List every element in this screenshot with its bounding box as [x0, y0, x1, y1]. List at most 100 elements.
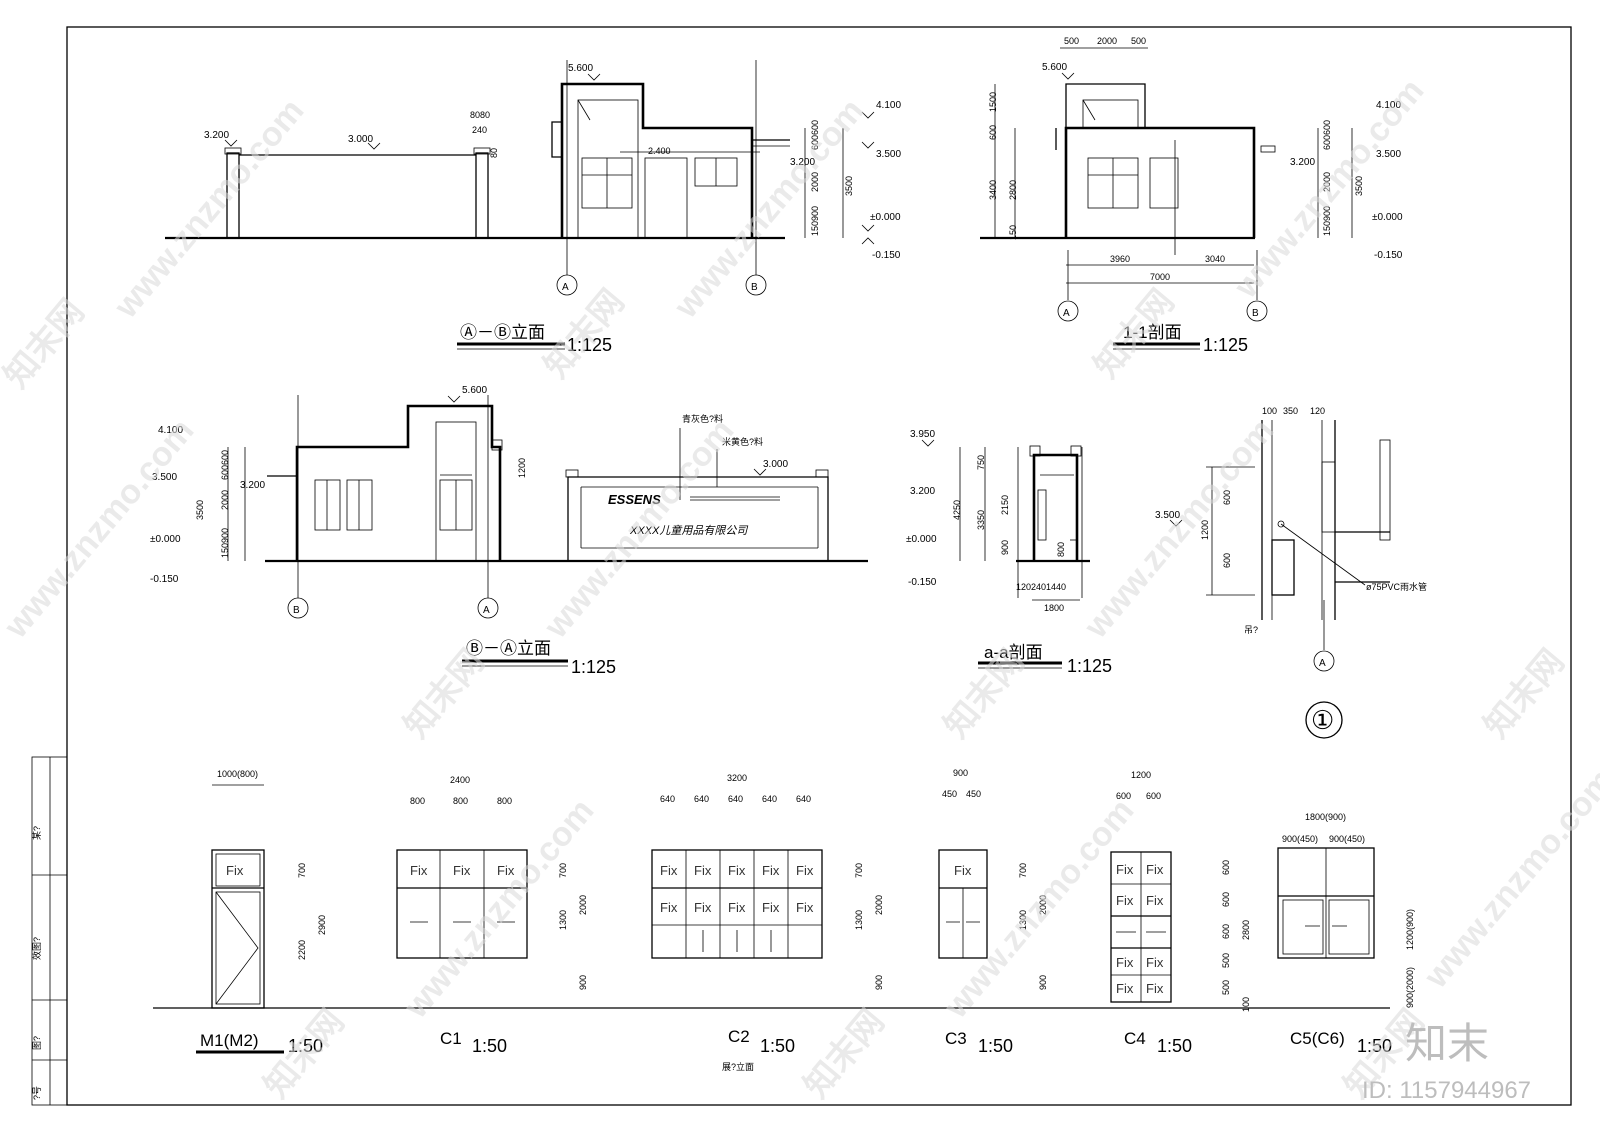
c5-col-2: 900(450) [1329, 834, 1365, 844]
dim-3350: 3350 [976, 510, 986, 530]
c3-h1: 700 [1018, 863, 1028, 878]
c4-row-5: 500 [1221, 980, 1231, 995]
lvl-5600-ab: 5.600 [568, 63, 593, 74]
c3-label: C3 [945, 1029, 967, 1048]
lvl-3200: 3.200 [204, 130, 229, 141]
dim-2000-ba: 2000 [220, 490, 230, 510]
dim-1800-aa: 1800 [1044, 603, 1064, 613]
lvl-3950: 3.950 [910, 429, 935, 440]
scale-ba: 1:125 [571, 657, 616, 677]
lvl-3200-ba: 3.200 [240, 480, 265, 491]
c1-h1: 700 [558, 863, 568, 878]
sign-essens: ESSENS [608, 492, 661, 507]
c4-row-1: 600 [1221, 860, 1231, 875]
dim-3400: 3400 [988, 180, 998, 200]
c3-fix: Fix [954, 863, 972, 878]
c4-ht: 2800 [1241, 920, 1251, 940]
c2-width: 3200 [727, 773, 747, 783]
wm-cn-7: 知末网 [257, 1003, 352, 1106]
dim-2000-s: 2000 [1322, 172, 1332, 192]
c4-fix-5: Fix [1116, 955, 1134, 970]
note-hang: 吊? [1244, 625, 1258, 635]
sheet-border [66, 26, 1572, 1106]
c2-fix-5: Fix [796, 863, 814, 878]
section-a-a: 3.950 3.200 ±0.000 -0.150 750 4250 3350 … [906, 429, 1112, 676]
lvl-0-s: ±0.000 [1372, 212, 1403, 223]
dim-500-a: 500 [1064, 36, 1079, 46]
wm-brand: 知末 [1405, 1019, 1489, 1068]
c2-col-1: 640 [660, 794, 675, 804]
c4-fix-8: Fix [1146, 981, 1164, 996]
c4-sill: 100 [1241, 997, 1251, 1012]
elevation-a-b: 3.200 3.000 8080 240 80 2.400 5.600 6006… [165, 60, 901, 355]
c2-col-3: 640 [728, 794, 743, 804]
dim-2800: 2800 [1008, 180, 1018, 200]
c5-width: 1800(900) [1305, 812, 1346, 822]
c3-col-1: 450 [942, 789, 957, 799]
c1-h2: 1300 [558, 910, 568, 930]
dim-240: 240 [472, 125, 487, 135]
dim-600-d1: 600 [1222, 490, 1232, 505]
dim-150900: 150900 [810, 206, 820, 236]
scale-11: 1:125 [1203, 335, 1248, 355]
lvl-5600-11: 5.600 [1042, 62, 1067, 73]
dim-600600-ba: 600600 [220, 450, 230, 480]
dim-150-s: 150 [1008, 225, 1018, 240]
dim-120-d1: 120 [1310, 406, 1325, 416]
c5-h: 1200(900) [1405, 909, 1415, 950]
dim-350-d1: 350 [1283, 406, 1298, 416]
dim-600-s: 600 [988, 125, 998, 140]
title-secaa: a-a剖面 [984, 643, 1043, 662]
lvl-3500: 3.500 [876, 149, 901, 160]
lvl-3200-aa: 3.200 [910, 486, 935, 497]
c2-fix-6: Fix [660, 900, 678, 915]
dim-3960: 3960 [1110, 254, 1130, 264]
c2-sill: 900 [874, 975, 884, 990]
c1-fix-2: Fix [453, 863, 471, 878]
dim-2000-top: 2000 [1097, 36, 1117, 46]
title-ab-elev: Ⓐ－Ⓑ立面 [460, 323, 545, 342]
c1-fix-1: Fix [410, 863, 428, 878]
c1-col-2: 800 [453, 796, 468, 806]
wm-cn-8: 知末网 [797, 1003, 892, 1106]
c3-col-2: 450 [966, 789, 981, 799]
c3-sill: 900 [1038, 975, 1048, 990]
window-c4: Fix Fix Fix Fix Fix Fix Fix Fix 1200 600… [1110, 770, 1251, 1056]
elevation-b-a: 5.600 1200 ESSENS XXXX儿童用品有限公司 青灰色?料 米黄色… [150, 385, 868, 677]
c4-fix-2: Fix [1146, 862, 1164, 877]
c2-note: 展?立面 [722, 1061, 754, 1072]
axis-a-ab: A [562, 282, 569, 293]
lvl-m150-s: -0.150 [1374, 250, 1403, 261]
dim-3500-ba: 3500 [195, 500, 205, 520]
dim-3500-s: 3500 [1354, 176, 1364, 196]
dim-2400: 2.400 [648, 146, 671, 156]
c2-label: C2 [728, 1027, 750, 1046]
dim-1200-ba: 1200 [517, 458, 527, 478]
scale-ab: 1:125 [567, 335, 612, 355]
dim-7000: 7000 [1150, 272, 1170, 282]
lvl-m150: -0.150 [872, 250, 901, 261]
c2-h2: 1300 [854, 910, 864, 930]
dim-150900-ba: 150900 [220, 528, 230, 558]
axis-a-d1: A [1319, 658, 1326, 669]
c1-fix-3: Fix [497, 863, 515, 878]
dim-750: 750 [976, 455, 986, 470]
c4-scale: 1:50 [1157, 1036, 1192, 1056]
c2-h1: 700 [854, 863, 864, 878]
axis-a-ba: A [483, 605, 490, 616]
c2-col-4: 640 [762, 794, 777, 804]
c3-width: 900 [953, 768, 968, 778]
c2-fix-10: Fix [796, 900, 814, 915]
dim-2000: 2000 [810, 172, 820, 192]
tb-r3: 图? [32, 1036, 42, 1050]
c2-scale: 1:50 [760, 1036, 795, 1056]
lvl-3200-s: 3.200 [1290, 157, 1315, 168]
axis-b-11: B [1252, 308, 1259, 319]
wm-1: www.znzmo.com [106, 92, 311, 326]
c4-width: 1200 [1131, 770, 1151, 780]
dim-2150: 2150 [1000, 495, 1010, 515]
door-m1: Fix 1000(800) 700 2200 2900 M1(M2) 1:50 [196, 769, 327, 1056]
title-ba-elev: Ⓑ－Ⓐ立面 [466, 639, 551, 658]
c2-fix-1: Fix [660, 863, 678, 878]
tb-r4: ?号 [32, 1086, 42, 1100]
